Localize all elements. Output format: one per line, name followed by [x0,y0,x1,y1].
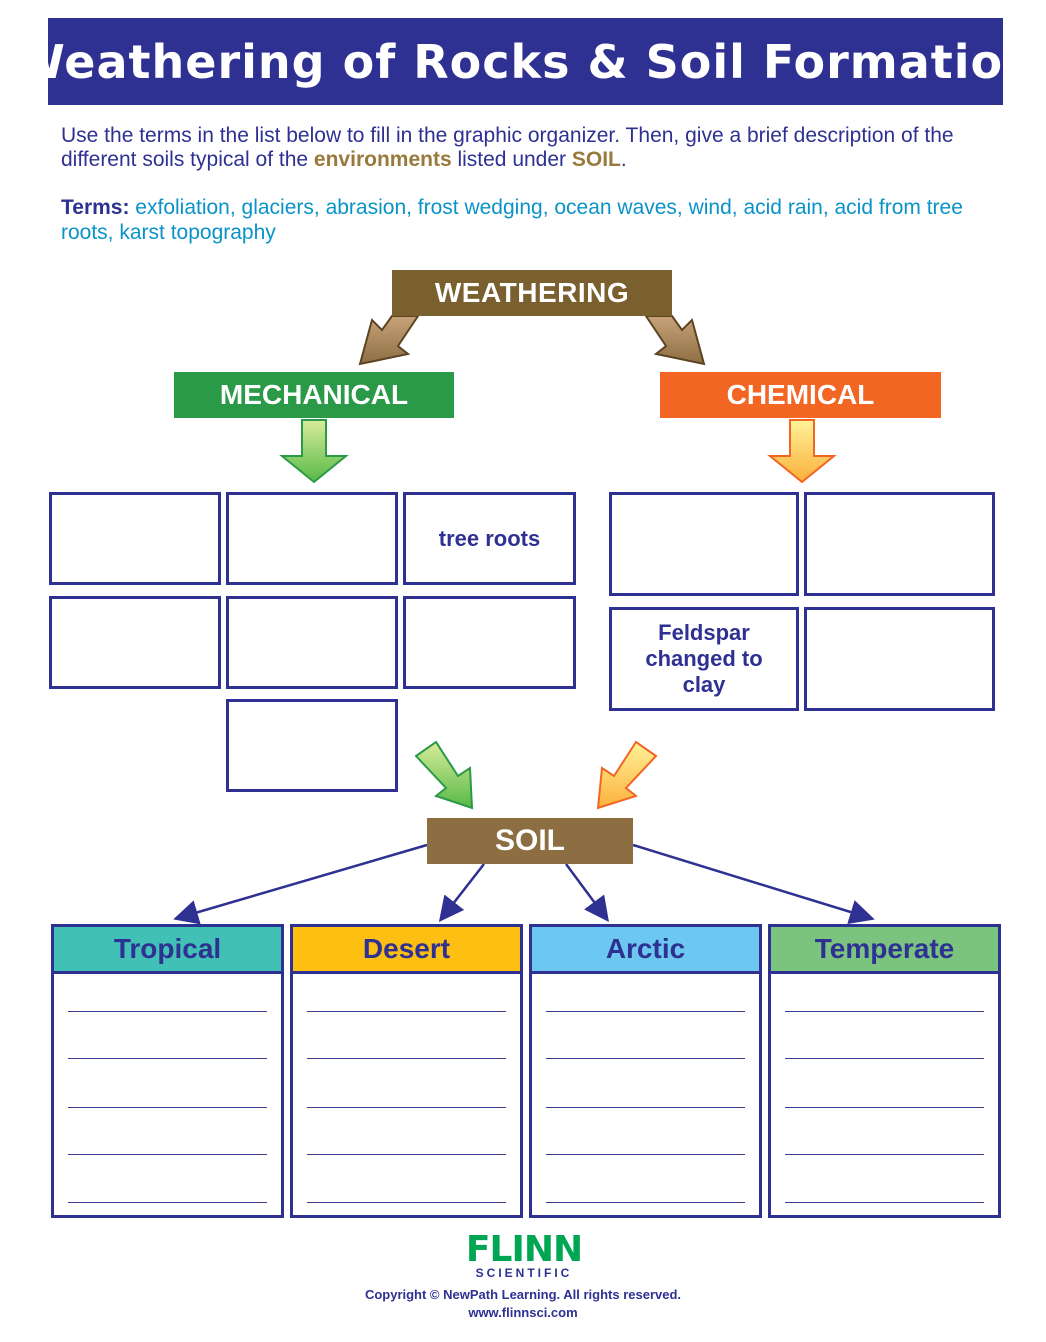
arrow-to-chemical [644,315,706,366]
soil-column-arctic: Arctic [529,924,762,1218]
environments-highlight: environments [313,148,452,171]
logo-word: FLINN [465,1229,583,1270]
soil-highlight: SOIL [571,148,621,171]
answer-line[interactable] [307,1154,506,1155]
answer-line[interactable] [785,1011,984,1012]
instructions: Use the terms in the list below to fill … [61,124,1001,172]
answer-line[interactable] [546,1107,745,1108]
answer-line[interactable] [68,1058,267,1059]
answer-line[interactable] [307,1058,506,1059]
flinn-logo: FLINN SCIENTIFIC [464,1229,584,1281]
soil-connectors [173,843,875,925]
arrow-chemical-down [767,419,837,484]
answer-line[interactable] [307,1202,506,1203]
soil-column-desert: Desert [290,924,523,1218]
answer-line[interactable] [785,1058,984,1059]
mechanical-cell[interactable] [49,492,221,585]
mechanical-label: MECHANICAL [174,372,454,418]
answer-line[interactable] [785,1107,984,1108]
arrow-mechanical-down [279,419,349,484]
answer-line[interactable] [68,1202,267,1203]
soil-heading: Desert [293,927,520,974]
page-title: Weathering of Rocks & Soil Formation [14,34,1037,89]
chemical-cell[interactable] [804,492,995,596]
answer-line[interactable] [785,1202,984,1203]
soil-heading: Arctic [532,927,759,974]
answer-line[interactable] [68,1154,267,1155]
answer-line[interactable] [307,1107,506,1108]
copyright-text: Copyright © NewPath Learning. All rights… [364,1287,682,1302]
instructions-end: . [620,148,627,171]
terms-list: Terms: exfoliation, glaciers, abrasion, … [61,195,991,245]
weathering-label: WEATHERING [392,270,672,316]
answer-line[interactable] [546,1202,745,1203]
answer-line[interactable] [546,1011,745,1012]
terms-label: Terms: [61,196,130,219]
soil-column-tropical: Tropical [51,924,284,1218]
instructions-text: Use the terms in the list below to fill … [61,124,954,171]
answer-line[interactable] [785,1154,984,1155]
terms-values: exfoliation, glaciers, abrasion, frost w… [61,196,963,244]
chemical-cell[interactable]: Feldspar changed to clay [609,607,799,711]
soil-column-temperate: Temperate [768,924,1001,1218]
website-link[interactable]: www.flinnsci.com [468,1305,578,1320]
mechanical-cell[interactable] [49,596,221,689]
answer-line[interactable] [307,1011,506,1012]
answer-line[interactable] [68,1107,267,1108]
chemical-cell[interactable] [609,492,799,596]
mechanical-cell[interactable] [226,699,398,792]
arrow-to-mechanical [358,315,420,366]
arrow-mechanical-to-soil [414,740,474,810]
mechanical-cell[interactable]: tree roots [403,492,576,585]
answer-line[interactable] [68,1011,267,1012]
soil-heading: Temperate [771,927,998,974]
chemical-label: CHEMICAL [660,372,941,418]
soil-label: SOIL [427,818,633,864]
title-banner: Weathering of Rocks & Soil Formation [14,18,1036,105]
chemical-cell[interactable] [804,607,995,711]
arrow-chemical-to-soil [596,740,658,810]
soil-heading: Tropical [54,927,281,974]
mechanical-cell[interactable] [226,492,398,585]
answer-line[interactable] [546,1058,745,1059]
logo-subtitle: SCIENTIFIC [475,1266,573,1280]
instructions-text-2: listed under [451,148,572,171]
mechanical-cell[interactable] [403,596,576,689]
mechanical-cell[interactable] [226,596,398,689]
answer-line[interactable] [546,1154,745,1155]
